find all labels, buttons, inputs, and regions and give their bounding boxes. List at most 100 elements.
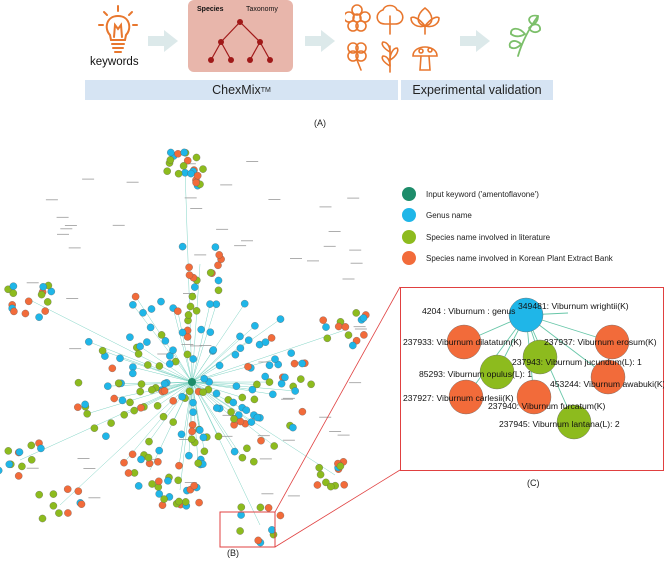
network-node xyxy=(215,251,223,259)
network-node xyxy=(271,355,279,363)
network-node xyxy=(169,418,177,426)
network-node xyxy=(232,382,241,390)
network-node xyxy=(360,331,368,339)
network-node xyxy=(248,385,257,394)
network-node xyxy=(10,307,18,316)
network-node xyxy=(199,388,207,396)
network-node xyxy=(291,387,299,395)
network-node xyxy=(240,299,249,308)
network-node xyxy=(18,462,26,471)
network-node xyxy=(148,480,156,488)
network-node xyxy=(340,481,348,489)
network-node xyxy=(5,460,14,469)
node-label-awabuki: 453244: Viburnum awabuki(K) xyxy=(550,379,664,389)
network-node xyxy=(251,322,259,330)
network-node xyxy=(256,503,265,512)
network-node xyxy=(188,421,197,429)
node-label-jucundum: 237943: Viburnum jucundum(L): 1 xyxy=(512,357,642,367)
network-node xyxy=(313,481,322,489)
network-node xyxy=(169,397,177,405)
arrow-icon xyxy=(460,30,490,52)
network-node xyxy=(244,336,253,344)
network-node xyxy=(197,325,205,334)
validation-bar: Experimental validation xyxy=(401,80,553,100)
network-node xyxy=(265,361,274,370)
network-node xyxy=(24,297,33,306)
network-node xyxy=(164,477,172,485)
network-node xyxy=(179,162,188,170)
network-node xyxy=(236,417,245,426)
network-node xyxy=(270,442,278,450)
network-node xyxy=(200,374,208,383)
taxonomy-label: Taxonomy xyxy=(246,6,278,13)
network-node xyxy=(43,298,52,306)
network-node xyxy=(214,276,223,285)
network-node xyxy=(175,461,183,470)
network-node xyxy=(277,379,286,388)
network-node xyxy=(191,283,199,291)
network-node xyxy=(236,332,244,341)
network-node xyxy=(290,359,299,368)
network-node xyxy=(341,323,350,331)
network-node xyxy=(214,261,222,270)
legend-label: Genus name xyxy=(426,210,472,220)
network-node xyxy=(110,394,118,403)
network-node xyxy=(287,349,295,357)
network-node xyxy=(261,338,270,346)
network-node xyxy=(155,477,163,486)
network-node xyxy=(244,362,252,371)
network-node xyxy=(214,286,223,295)
network-node xyxy=(235,411,243,419)
network-node xyxy=(85,338,93,346)
network-node xyxy=(322,323,330,331)
network-node xyxy=(206,328,215,336)
chexmix-label: ChexMix xyxy=(212,83,261,97)
network-node xyxy=(144,361,152,369)
legend-item-kpeb: Species name involved in Korean Plant Ex… xyxy=(402,251,613,265)
network-node xyxy=(157,331,166,339)
network-node xyxy=(237,511,245,519)
network-node xyxy=(231,350,240,359)
network-node xyxy=(15,448,24,456)
network-node xyxy=(175,497,183,506)
network-node xyxy=(146,323,155,332)
network-node xyxy=(178,242,187,251)
lightbulb-icon xyxy=(98,5,138,53)
network-node xyxy=(108,364,117,373)
kpeb-node xyxy=(594,324,630,360)
network-node xyxy=(211,243,220,251)
network-node xyxy=(145,437,153,446)
network-node xyxy=(27,456,36,464)
network-node xyxy=(63,485,72,493)
network-node xyxy=(209,346,218,354)
species-label: Species xyxy=(197,6,224,13)
network-node xyxy=(129,369,137,378)
network-node xyxy=(254,536,262,545)
network-node xyxy=(250,457,258,466)
network-node xyxy=(160,387,169,395)
network-node xyxy=(193,171,202,180)
network-node xyxy=(139,309,147,317)
legend-swatch xyxy=(402,208,416,222)
network-node xyxy=(147,305,156,313)
kpeb-node xyxy=(516,379,552,415)
network-node xyxy=(49,490,58,498)
network-node xyxy=(27,441,36,450)
network-node xyxy=(349,341,357,350)
network-node xyxy=(174,476,182,485)
network-node xyxy=(155,362,164,370)
network-node xyxy=(35,490,43,499)
plants-icon xyxy=(345,4,440,73)
network-node xyxy=(136,387,144,396)
network-node xyxy=(102,432,110,440)
network-node xyxy=(180,148,188,157)
network-node xyxy=(185,451,193,460)
network-node xyxy=(200,447,209,456)
zoom-panel: 4204 : Viburnum : genus 349481: Viburnum… xyxy=(400,287,664,471)
network-node xyxy=(143,338,151,346)
network-node xyxy=(315,463,323,472)
network-node xyxy=(281,373,289,382)
taxonomy-box: Species Taxonomy xyxy=(188,0,293,72)
network-node xyxy=(157,297,165,306)
network-node xyxy=(116,354,124,363)
